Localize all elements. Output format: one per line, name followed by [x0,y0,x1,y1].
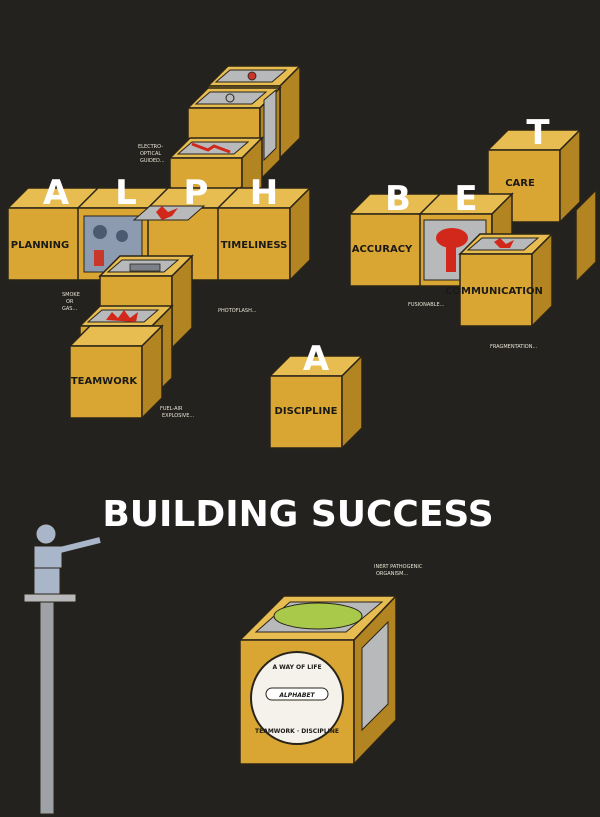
label-communication: COMMUNICATION [445,286,543,297]
cube-gears [187,87,281,181]
letter-t: T [526,113,550,153]
note-electro-3: GUIDED... [140,158,165,164]
cube-fire [79,305,173,399]
note-inert-2: ORGANISM... [376,571,409,577]
note-fuel-1: FUEL-AIR [160,406,183,412]
annotations: ELECTRO- OPTICAL GUIDED... SMOKE OR GAS.… [62,144,538,577]
note-photoflash: PHOTOFLASH... [218,308,257,314]
label-discipline: DISCIPLINE [275,406,338,417]
cube-side-right [575,188,597,284]
emblem-top-text: A WAY OF LIFE [272,664,321,671]
explosion-icon [132,205,206,221]
letter-l: L [115,173,137,213]
cube-fragmentation [459,233,553,327]
label-care: CARE [505,178,535,189]
emblem-logo: ALPHABET [278,692,315,699]
note-electro-1: ELECTRO- [138,144,163,150]
label-timeliness: TIMELINESS [221,240,288,251]
note-electro-2: OPTICAL [140,151,161,157]
cube-tank [99,255,193,349]
label-planning: PLANNING [11,240,69,251]
cube-teamwork [69,325,163,419]
emblem-bottom-text: TEAMWORK · DISCIPLINE [255,728,339,735]
emblem-cube: ALPHABET A WAY OF LIFE TEAMWORK · DISCIP… [238,594,398,766]
note-fusionable: FUSIONABLE... [408,302,445,308]
headline: BUILDING SUCCESS [102,494,493,535]
letter-a: A [43,173,70,213]
label-accuracy: ACCURACY [352,244,413,255]
letter-a-second: A [303,339,330,379]
letter-e: E [454,179,477,219]
letter-h: H [250,173,278,213]
cube-lightning [169,137,263,231]
cube-radar [207,65,301,159]
bet-cross: T CARE B E ACCURACY COMMUNICATION A DISC… [269,113,597,449]
note-smoke-2: OR [66,299,74,305]
note-inert-1: INERT PATHOGENIC [374,564,423,570]
letter-b: B [385,179,411,219]
alph-cross: A L P H PLANNING TIMELINESS [7,65,311,419]
label-teamwork: TEAMWORK [71,376,139,387]
note-fragmentation: FRAGMENTATION... [490,344,538,350]
note-smoke-1: SMOKE [62,292,80,298]
note-fuel-2: EXPLOSIVE... [162,413,195,419]
robot-figure [23,523,101,815]
note-smoke-3: GAS... [62,306,78,312]
